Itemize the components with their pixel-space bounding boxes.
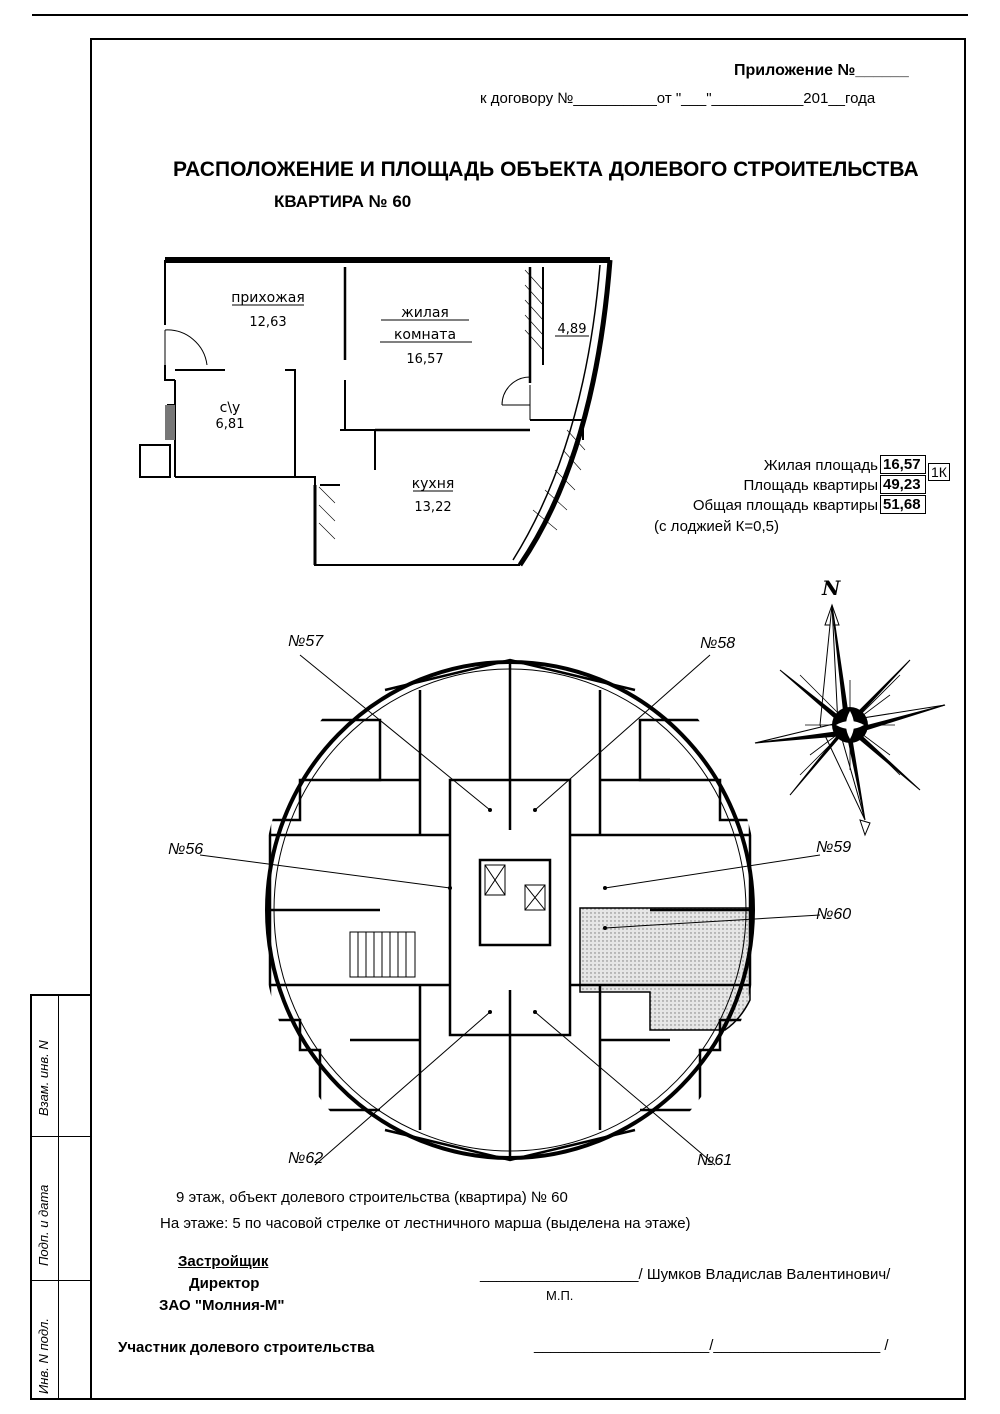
callout-61: №61 bbox=[697, 1152, 733, 1169]
room-type-badge: 1К bbox=[928, 463, 950, 481]
flat-area-label: Площадь квартиры bbox=[743, 477, 878, 494]
living-area-value: 16,57 bbox=[880, 455, 926, 474]
callout-60: №60 bbox=[816, 906, 852, 923]
room-kitchen-area: 13,22 bbox=[414, 500, 451, 515]
top-rule bbox=[32, 14, 968, 16]
director-title: Директор bbox=[189, 1275, 260, 1292]
side-stamp-field3: Инв. N подл. bbox=[36, 1318, 51, 1394]
document-frame bbox=[90, 38, 966, 1400]
room-living-label-2: комната bbox=[394, 327, 456, 343]
room-living-label-1: жилая bbox=[401, 305, 449, 321]
developer-title: Застройщик bbox=[178, 1253, 269, 1270]
room-bathroom-label: с\у bbox=[220, 400, 241, 416]
flat-area-value: 49,23 bbox=[880, 475, 926, 494]
director-signature: ___________________/ Шумков Владислав Ва… bbox=[480, 1266, 891, 1283]
callout-57: №57 bbox=[288, 633, 324, 650]
contract-line: к договору №__________от "___"__________… bbox=[480, 90, 876, 107]
side-stamp: Взам. инв. N Подп. и дата Инв. N подл. bbox=[30, 994, 90, 1400]
callout-58: №58 bbox=[700, 635, 736, 652]
callout-56: №56 bbox=[168, 841, 204, 858]
floor-info-line1: 9 этаж, объект долевого строительства (к… bbox=[176, 1189, 568, 1206]
apartment-plan: прихожая 12,63 жилая комната 16,57 4,89 … bbox=[139, 257, 613, 567]
loggia-note: (с лоджией К=0,5) bbox=[654, 518, 779, 535]
appendix-title: Приложение №______ bbox=[734, 62, 909, 79]
total-area-label: Общая площадь квартиры bbox=[692, 497, 878, 514]
callout-62: №62 bbox=[288, 1150, 324, 1167]
total-area-value: 51,68 bbox=[880, 495, 926, 514]
north-label: N bbox=[821, 576, 841, 600]
room-hallway-area: 12,63 bbox=[249, 315, 286, 330]
living-area-label: Жилая площадь bbox=[763, 457, 878, 474]
floor-info-line2: На этаже: 5 по часовой стрелке от лестни… bbox=[160, 1215, 691, 1232]
room-kitchen-label: кухня bbox=[412, 476, 455, 492]
compass-rose: N bbox=[754, 576, 946, 837]
apartment-number: КВАРТИРА № 60 bbox=[274, 192, 412, 211]
room-loggia-area: 4,89 bbox=[558, 322, 587, 337]
callout-59: №59 bbox=[816, 839, 852, 856]
page-title: РАСПОЛОЖЕНИЕ И ПЛОЩАДЬ ОБЪЕКТА ДОЛЕВОГО … bbox=[173, 158, 919, 181]
room-bathroom-area: 6,81 bbox=[216, 417, 245, 432]
stamp-label: М.П. bbox=[546, 1288, 574, 1303]
room-hallway-label: прихожая bbox=[231, 290, 305, 306]
floor-plan bbox=[199, 654, 821, 1166]
side-stamp-field1: Взам. инв. N bbox=[36, 1040, 51, 1116]
participant-title: Участник долевого строительства bbox=[118, 1339, 375, 1356]
side-stamp-field2: Подп. и дата bbox=[36, 1184, 51, 1266]
company-name: ЗАО "Молния-М" bbox=[159, 1297, 285, 1314]
room-living-area: 16,57 bbox=[406, 352, 443, 367]
participant-signature: _____________________/__________________… bbox=[534, 1337, 889, 1354]
